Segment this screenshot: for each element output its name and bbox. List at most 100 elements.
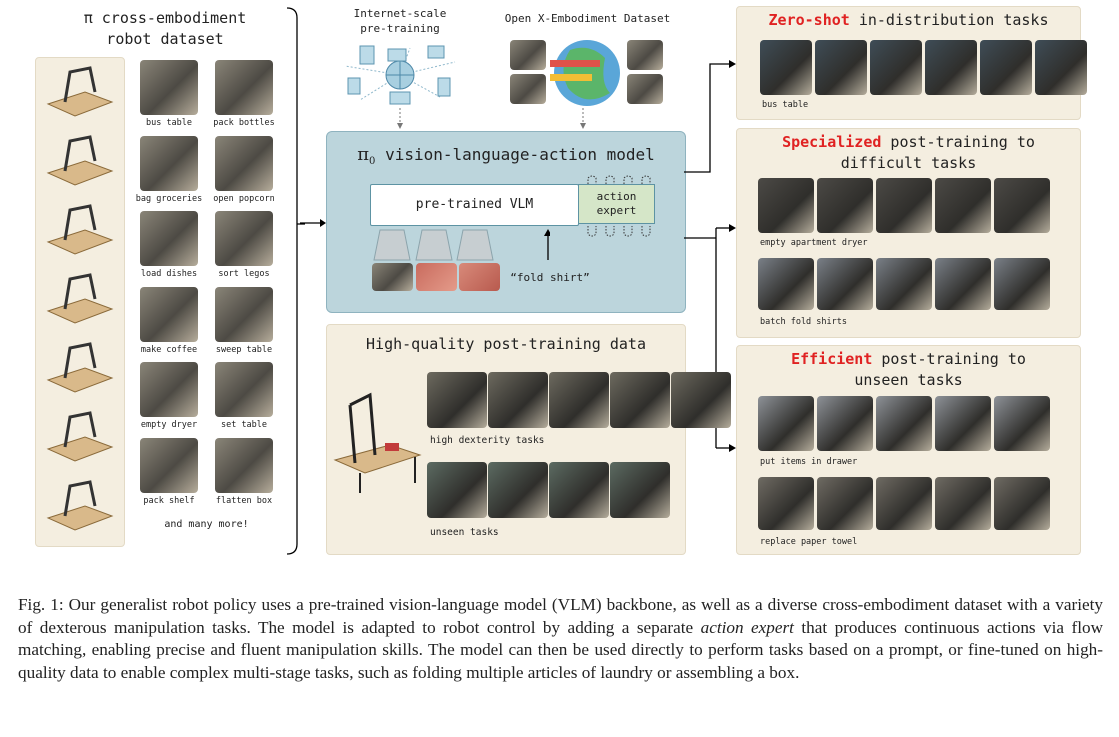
zero-shot-title: Zero-shot in-distribution tasks bbox=[736, 11, 1081, 29]
robot-icon bbox=[46, 480, 114, 531]
task-photo bbox=[140, 60, 198, 115]
task-photo bbox=[215, 362, 273, 417]
hq-title: High-quality post-training data bbox=[366, 335, 646, 353]
title-line: robot dataset bbox=[106, 30, 224, 48]
task-photo bbox=[935, 477, 991, 530]
robot-table-image bbox=[333, 392, 422, 493]
highlight: Efficient bbox=[791, 350, 873, 368]
task-label: open popcorn bbox=[213, 193, 275, 204]
task-photo bbox=[140, 211, 198, 266]
task-photo bbox=[925, 40, 977, 95]
task-photo bbox=[671, 372, 731, 428]
task-photo bbox=[935, 178, 991, 233]
internet-pretraining-label: Internet-scale pre-training bbox=[335, 6, 465, 36]
task-photo bbox=[980, 40, 1032, 95]
task-photo bbox=[140, 362, 198, 417]
task-photo bbox=[994, 258, 1050, 310]
task-photo bbox=[1035, 40, 1087, 95]
oxe-label: Open X-Embodiment Dataset bbox=[504, 12, 671, 25]
task-photo bbox=[215, 135, 273, 191]
robot-icon bbox=[46, 342, 114, 393]
task-photo bbox=[817, 178, 873, 233]
label-line: Internet-scale bbox=[353, 7, 447, 20]
highlight: Zero-shot bbox=[768, 11, 850, 29]
task-photo bbox=[817, 477, 873, 530]
task-photo bbox=[427, 372, 487, 428]
globe-network-icon bbox=[344, 45, 456, 105]
task-photo bbox=[610, 372, 670, 428]
task-label: pack bottles bbox=[213, 118, 275, 128]
title-rest: in-distribution tasks bbox=[849, 11, 1049, 29]
vla-title: π0 vision-language-action model bbox=[326, 144, 686, 167]
task-photo bbox=[758, 258, 814, 310]
task-label: empty apartment dryer bbox=[760, 238, 868, 248]
task-photo bbox=[140, 437, 198, 493]
task-photo bbox=[215, 211, 273, 266]
pi-subscript: 0 bbox=[369, 156, 376, 168]
task-photo bbox=[758, 477, 814, 530]
task-photo bbox=[760, 40, 812, 95]
title-line: difficult tasks bbox=[840, 154, 977, 172]
task-photo bbox=[815, 40, 867, 95]
caption-text: Fig. 1: Our generalist robot policy uses… bbox=[18, 595, 1103, 637]
task-photo bbox=[215, 286, 273, 342]
robot-icon bbox=[46, 204, 114, 255]
task-photo bbox=[140, 286, 198, 342]
task-photo bbox=[935, 396, 991, 451]
title-rest: post-training to bbox=[881, 133, 1035, 151]
camera-image bbox=[416, 263, 457, 291]
task-label: flatten box bbox=[215, 495, 273, 506]
robot-icon bbox=[46, 66, 114, 117]
task-label: sweep table bbox=[215, 344, 273, 355]
task-label: batch fold shirts bbox=[760, 317, 847, 327]
task-photo bbox=[994, 396, 1050, 451]
earth-icon bbox=[550, 40, 620, 106]
title-line: π cross-embodiment bbox=[83, 9, 247, 27]
task-label: put items in drawer bbox=[760, 457, 858, 467]
task-label: make coffee bbox=[140, 344, 198, 355]
title-line: unseen tasks bbox=[854, 371, 963, 389]
prompt-text: “fold shirt” bbox=[510, 271, 590, 284]
task-photo bbox=[876, 477, 932, 530]
robot-icon bbox=[46, 411, 114, 462]
task-label: pack shelf bbox=[143, 495, 195, 506]
task-photo bbox=[488, 372, 548, 428]
task-label: empty dryer bbox=[140, 420, 198, 430]
dashed-arrows bbox=[397, 108, 586, 129]
task-photo bbox=[758, 178, 814, 233]
vlm-block: pre-trained VLM bbox=[370, 184, 579, 226]
robot-icon bbox=[46, 135, 114, 186]
task-photo bbox=[876, 178, 932, 233]
title-rest: post-training to bbox=[872, 350, 1026, 368]
pi-symbol: π bbox=[357, 144, 370, 165]
specialized-title: Specialized post-training to difficult t… bbox=[736, 132, 1081, 174]
dataset-title: π cross-embodiment robot dataset bbox=[40, 8, 290, 50]
task-photo bbox=[935, 258, 991, 310]
robot-icon bbox=[46, 273, 114, 324]
hq-row2-label: unseen tasks bbox=[430, 527, 499, 538]
task-photo bbox=[817, 396, 873, 451]
camera-image bbox=[459, 263, 500, 291]
highlight: Specialized bbox=[782, 133, 882, 151]
vla-title-text: vision-language-action model bbox=[385, 145, 655, 164]
task-label: replace paper towel bbox=[760, 537, 858, 547]
task-label: bag groceries bbox=[135, 193, 203, 204]
task-photo bbox=[549, 462, 609, 518]
task-photo bbox=[215, 437, 273, 493]
efficient-title: Efficient post-training to unseen tasks bbox=[736, 349, 1081, 391]
task-photo bbox=[758, 396, 814, 451]
task-photo bbox=[140, 135, 198, 191]
task-photo bbox=[876, 258, 932, 310]
oxe-photo bbox=[627, 74, 663, 104]
task-photo bbox=[427, 462, 487, 518]
task-photo bbox=[994, 178, 1050, 233]
task-label: bus table bbox=[762, 100, 809, 110]
task-photo bbox=[488, 462, 548, 518]
task-photo bbox=[215, 60, 273, 115]
task-photo bbox=[994, 477, 1050, 530]
label-line: pre-training bbox=[360, 22, 440, 35]
task-photo bbox=[817, 258, 873, 310]
task-photo bbox=[610, 462, 670, 518]
